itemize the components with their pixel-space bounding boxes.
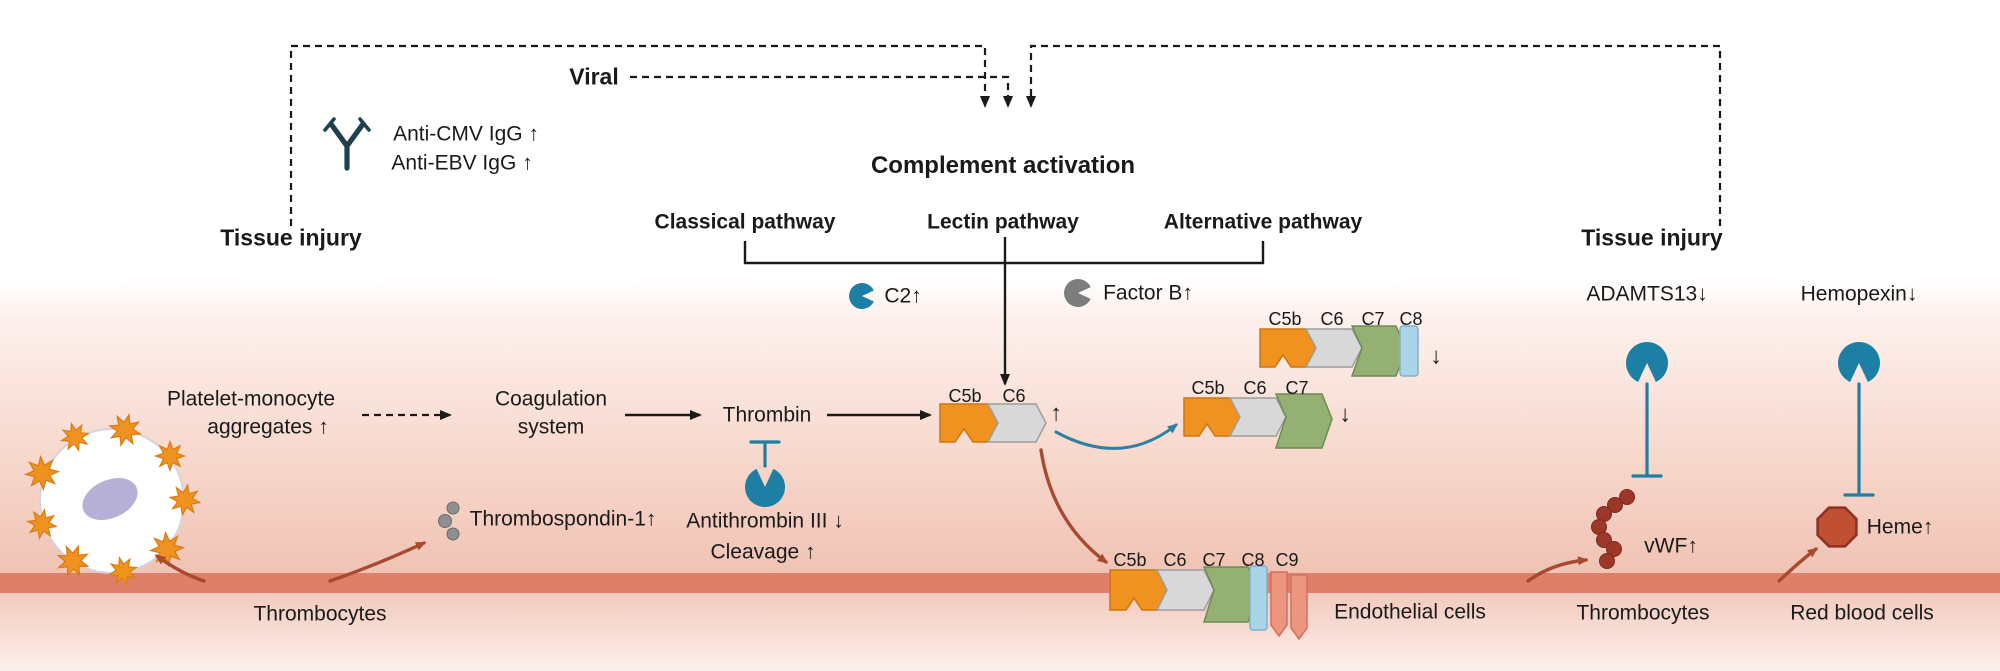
coagulation-label-line2: system [517, 415, 585, 439]
cell-membrane [0, 573, 2000, 593]
membrane-attack-complex [1109, 565, 1308, 641]
c5b6-label-c6: C6 [1002, 386, 1026, 407]
c2-pacman-icon [849, 283, 874, 309]
c6-piece [1304, 328, 1363, 368]
c7-piece [1350, 325, 1407, 377]
c6-piece [1228, 397, 1287, 437]
alternative-pathway-label: Alternative pathway [1163, 210, 1363, 234]
antithrombin-label: Antithrombin III ↓ [686, 509, 844, 533]
c5b6-to-c5b67-curved-arrow [1054, 423, 1178, 450]
c6-piece [986, 403, 1047, 443]
mac-label-c8: C8 [1241, 550, 1265, 571]
rbc-to-heme-curved-arrow [1777, 547, 1818, 583]
c5b67-label-c5b: C5b [1191, 378, 1225, 399]
antithrombin-inhibition [745, 440, 785, 508]
thrombin-label: Thrombin [722, 403, 812, 427]
c5b67-label-c6: C6 [1243, 378, 1267, 399]
adamts13-blob-icon [1626, 341, 1668, 382]
monocyte-nucleus [82, 478, 138, 520]
coagulation-label-line1: Coagulation [494, 387, 608, 411]
factor-b-label: Factor B↑ [1103, 281, 1193, 305]
factor-b-pacman-icon [1064, 279, 1091, 308]
thrombocytes-to-thrombospondin-curved-arrow [328, 541, 427, 583]
hemopexin-blob-icon [1838, 341, 1880, 382]
c8-piece [1399, 325, 1419, 377]
platelet-monocyte-label-line1: Platelet-monocyte [166, 387, 336, 411]
hemopexin-inhibition [1838, 341, 1880, 497]
cleavage-label: Cleavage ↑ [710, 540, 816, 564]
thrombospondin-label: Thrombospondin-1↑ [469, 507, 657, 531]
hemopexin-label: Hemopexin↓ [1800, 282, 1918, 306]
complement-activation-title: Complement activation [870, 151, 1136, 179]
tissue-injury-right-label: Tissue injury [1581, 224, 1723, 251]
adamts13-inhibition [1626, 341, 1668, 478]
heme-octagon-icon [1816, 506, 1858, 548]
c5b678-label-c5b: C5b [1268, 309, 1302, 330]
antithrombin-blob-icon [745, 468, 785, 508]
complex-c5b67 [1183, 393, 1333, 449]
antibody-icon [323, 117, 371, 171]
mac-label-c7: C7 [1202, 550, 1226, 571]
adamts13-label: ADAMTS13↓ [1586, 282, 1708, 306]
c6-piece [1155, 569, 1215, 611]
viral-dashed-arrow [630, 75, 1013, 108]
anti-ebv-label: Anti-EBV IgG ↑ [391, 151, 533, 175]
mac-label-c5b: C5b [1113, 550, 1147, 571]
tissue-injury-right-feedback-dashed-arrow [1026, 44, 1722, 226]
anti-cmv-label: Anti-CMV IgG ↑ [393, 122, 539, 146]
c5b67-trend-down-arrow: ↓ [1339, 400, 1351, 427]
complex-c5b678 [1259, 325, 1419, 377]
thrombocytes-to-vwf-curved-arrow [1526, 556, 1589, 583]
thrombocytes-right-label: Thrombocytes [1576, 601, 1710, 625]
c5b-piece [1259, 328, 1317, 368]
c2-label: C2↑ [884, 284, 922, 308]
platelet-monocyte-aggregate-icon [21, 408, 204, 589]
c9-piece [1290, 574, 1308, 641]
c7-piece [1274, 393, 1333, 449]
vwf-chain-icon [1591, 489, 1635, 569]
c5b678-trend-down-arrow: ↓ [1430, 342, 1442, 369]
lectin-pathway-label: Lectin pathway [927, 210, 1079, 234]
vwf-label: vWF↑ [1644, 534, 1698, 558]
mac-label-c9: C9 [1275, 550, 1299, 571]
platelet-monocyte-label-line2: aggregates ↑ [207, 415, 329, 439]
classical-pathway-label: Classical pathway [654, 210, 836, 234]
c9-piece [1270, 571, 1288, 638]
mac-label-c6: C6 [1163, 550, 1187, 571]
c8-piece [1249, 565, 1268, 631]
c5b-piece [1183, 397, 1241, 437]
c5b6-trend-up-arrow: ↑ [1050, 399, 1062, 426]
red-blood-cells-label: Red blood cells [1790, 601, 1934, 625]
endothelial-cells-label: Endothelial cells [1334, 600, 1486, 624]
tissue-injury-left-label: Tissue injury [220, 224, 362, 251]
c5b678-label-c7: C7 [1361, 309, 1385, 330]
complex-c5b6 [939, 403, 1047, 443]
c5b67-label-c7: C7 [1285, 378, 1309, 399]
heme-label: Heme↑ [1866, 515, 1934, 539]
thrombocytes-to-monocyte-curved-arrow [154, 554, 206, 583]
viral-label: Viral [569, 63, 619, 90]
c5b6-label-c5b: C5b [948, 386, 982, 407]
c5b678-label-c8: C8 [1399, 309, 1423, 330]
c7-piece [1202, 566, 1259, 623]
c5b-piece [939, 403, 999, 443]
thrombospondin-beads-icon [438, 501, 460, 541]
c5b678-label-c6: C6 [1320, 309, 1344, 330]
c5b-piece [1109, 569, 1168, 611]
thrombocytes-left-label: Thrombocytes [253, 602, 387, 626]
c5b6-to-mac-curved-arrow [1039, 448, 1109, 564]
sub-membrane-band [0, 593, 2000, 671]
